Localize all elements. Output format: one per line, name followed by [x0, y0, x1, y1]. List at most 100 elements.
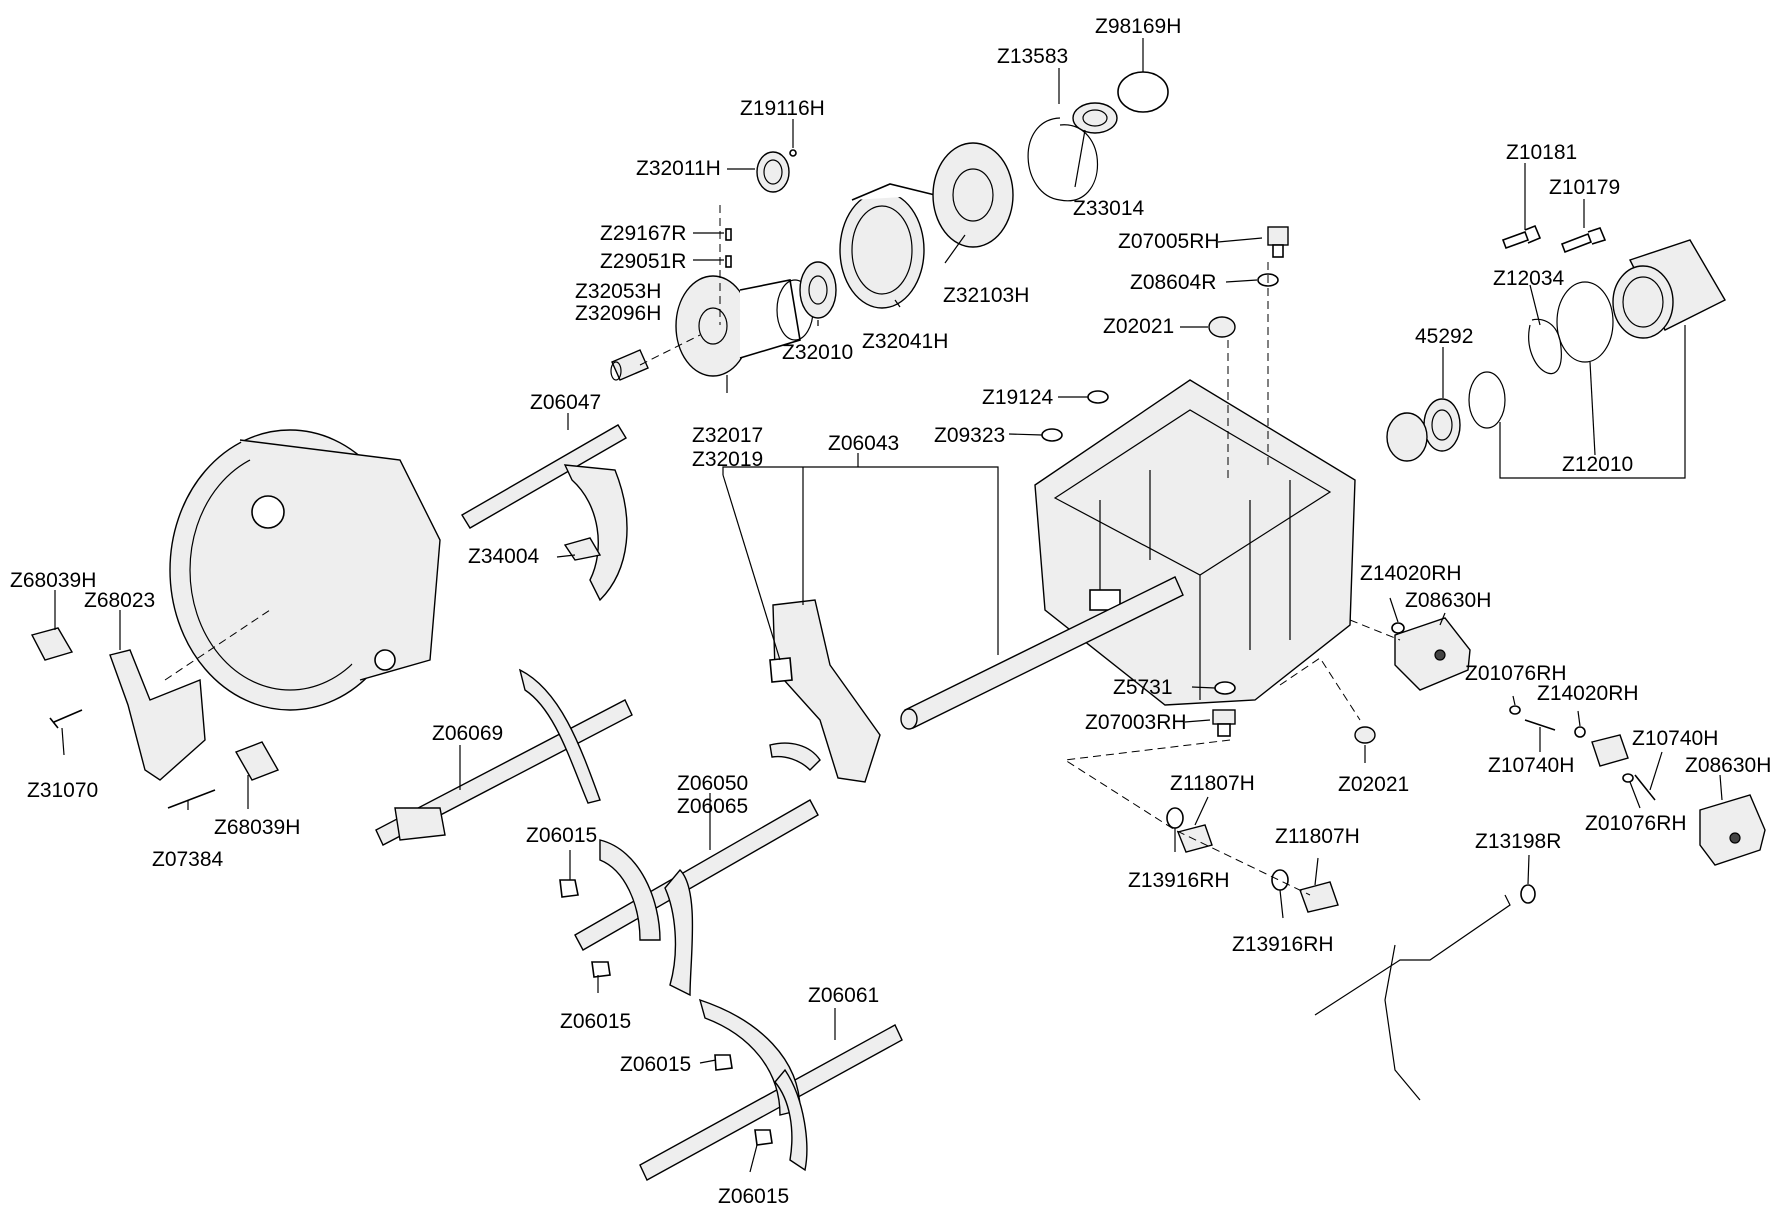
label-z06015-c: Z06015 [620, 1053, 691, 1076]
label-z06015-b: Z06015 [560, 1010, 631, 1033]
label-z13198r: Z13198R [1475, 830, 1561, 853]
label-z5731: Z5731 [1113, 676, 1173, 699]
label-z33014: Z33014 [1073, 197, 1145, 220]
switch-z11807h-a [1177, 824, 1213, 853]
label-z07003rh: Z07003RH [1085, 711, 1187, 734]
label-z06050: Z06050 [677, 772, 748, 795]
cap-disc [1386, 412, 1428, 462]
pin-z06015-b [591, 961, 611, 978]
label-z13583: Z13583 [997, 45, 1068, 68]
label-z02021-bottom: Z02021 [1338, 773, 1409, 796]
part-labels: Z98169H Z13583 Z19116H Z32011H Z33014 Z2… [10, 15, 1771, 1208]
label-z32011h: Z32011H [636, 157, 721, 180]
label-z98169h: Z98169H [1095, 15, 1181, 38]
washer-z01076rh-a [1509, 705, 1521, 715]
release-fork-z68023 [109, 649, 206, 781]
label-z10181: Z10181 [1506, 141, 1577, 164]
label-z07005rh: Z07005RH [1118, 230, 1220, 253]
label-z32041h: Z32041H [862, 330, 948, 353]
shift-rail-z06047 [461, 424, 628, 602]
plug-z02021-top [1208, 316, 1236, 338]
pin-z29051r [725, 255, 732, 268]
valve-z08630h-a [1394, 617, 1471, 691]
washer-z13198r [1520, 884, 1536, 904]
gearbox-housing [1034, 379, 1356, 706]
label-z01076rh-a: Z01076RH [1465, 662, 1567, 685]
label-z32103h: Z32103H [943, 284, 1029, 307]
bushing-z68039h-left [30, 627, 74, 661]
switch-z11807h-b [1299, 881, 1339, 913]
label-z32017: Z32017 [692, 424, 763, 447]
plug-z02021-bottom [1354, 726, 1376, 744]
pipe-z13198r [1314, 894, 1511, 1101]
bolt-z31070 [49, 709, 83, 729]
label-z68039h-bottom: Z68039H [214, 816, 300, 839]
label-z12010: Z12010 [1562, 453, 1633, 476]
washer-z5731 [1214, 681, 1236, 695]
label-z06065: Z06065 [677, 795, 748, 818]
bushing-z32053h [610, 349, 649, 381]
bolt-z10740h-b [1634, 774, 1656, 801]
clip-z34004 [563, 537, 602, 561]
shift-fork-z06043 [769, 599, 881, 783]
bolt-z10740h-a [1524, 719, 1556, 731]
ring-z12010 [1556, 281, 1614, 363]
washer-z19124 [1087, 390, 1109, 404]
planet-carrier-z32017 [675, 275, 814, 377]
label-z12034: Z12034 [1493, 267, 1565, 290]
washer-z13916rh-a [1166, 807, 1184, 829]
sensor-z07003rh [1212, 709, 1236, 737]
label-z08630h-a: Z08630H [1405, 589, 1491, 612]
seal-45292 [1423, 398, 1461, 452]
label-z68039h-left: Z68039H [10, 569, 96, 592]
bolt-z10181 [1501, 224, 1542, 250]
snap-ring-z12034 [1528, 318, 1562, 375]
label-z09323: Z09323 [934, 424, 1005, 447]
valve-z08630h-b [1699, 794, 1766, 866]
shift-rail-z06069 [375, 668, 633, 846]
washer-z14020rh-b [1574, 726, 1586, 738]
shift-rail-z06043 [900, 576, 1184, 730]
label-z06069: Z06069 [432, 722, 503, 745]
bolt-z07384 [167, 789, 216, 809]
label-z32019: Z32019 [692, 448, 763, 471]
washer-z09323 [1041, 428, 1063, 442]
label-z32096h: Z32096H [575, 302, 661, 325]
ring-z12010b [1468, 371, 1506, 429]
label-z06015-a: Z06015 [526, 824, 597, 847]
snap-ring-z13583 [1027, 117, 1099, 202]
label-z19124: Z19124 [982, 386, 1054, 409]
label-z11807h-b: Z11807H [1275, 825, 1360, 848]
label-z02021-top: Z02021 [1103, 315, 1174, 338]
label-z08630h-b: Z08630H [1685, 754, 1771, 777]
ring-gear-z32041h [839, 183, 936, 309]
pin-z06015-c [714, 1054, 733, 1071]
label-z14020rh-a: Z14020RH [1360, 562, 1462, 585]
label-z10179: Z10179 [1549, 176, 1620, 199]
shift-rail-z06061 [639, 998, 903, 1181]
bolt-z10179 [1560, 227, 1607, 254]
label-z06015-d: Z06015 [718, 1185, 789, 1208]
label-z34004: Z34004 [468, 545, 540, 568]
label-z01076rh-b: Z01076RH [1585, 812, 1687, 835]
assembly-axes [164, 205, 1401, 896]
label-z07384: Z07384 [152, 848, 224, 871]
label-z13916rh-b: Z13916RH [1232, 933, 1334, 956]
sun-gear-z32103h [932, 142, 1014, 248]
label-z32010: Z32010 [782, 341, 853, 364]
label-z32053h: Z32053H [575, 280, 661, 303]
pin-z06015-d [754, 1129, 773, 1146]
clutch-housing [169, 429, 441, 711]
leader-lines [54, 38, 1723, 1173]
washer-z14020rh-a [1391, 622, 1405, 634]
label-z06061: Z06061 [808, 984, 879, 1007]
label-z19116h: Z19116H [740, 97, 825, 120]
label-z06043: Z06043 [828, 432, 899, 455]
bearing-z32010 [799, 261, 837, 319]
label-z29167r: Z29167R [600, 222, 686, 245]
bushing-z68039h-bottom [234, 741, 280, 781]
label-z13916rh-a: Z13916RH [1128, 869, 1230, 892]
label-z11807h-a: Z11807H [1170, 772, 1255, 795]
housing-z12010-assembly [1612, 239, 1726, 339]
